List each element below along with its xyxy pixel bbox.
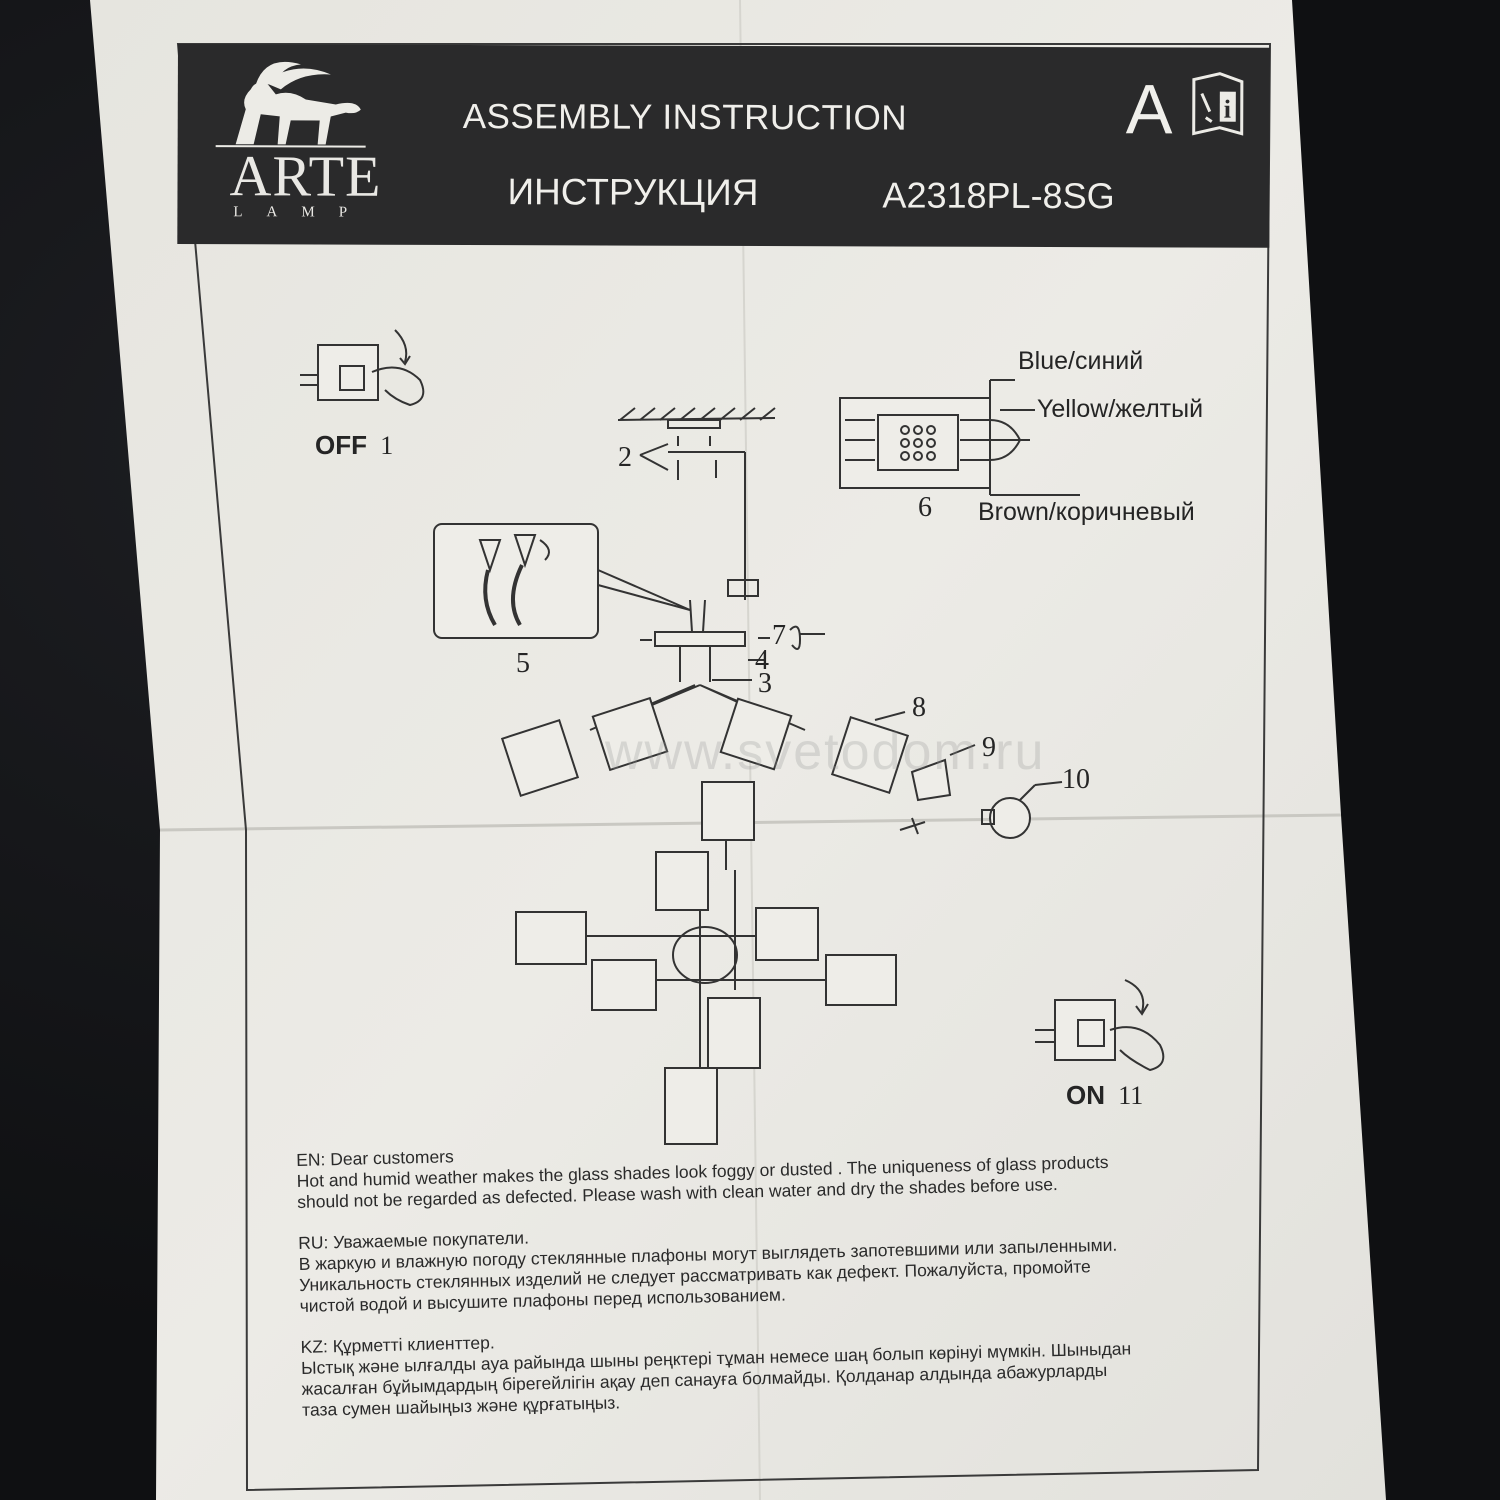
assembled-lamp-icon: [515, 781, 897, 1145]
griffin-logo-icon: [215, 61, 366, 148]
step-7-number: 7: [772, 620, 786, 651]
step-2-number: 2: [618, 442, 632, 473]
canopy-icon: [640, 579, 825, 682]
step-5-number: 5: [516, 648, 530, 679]
on-label: ON 11: [1066, 1080, 1143, 1111]
step-9-number: 9: [982, 732, 996, 763]
step-8-number: 8: [912, 692, 926, 723]
step-6-number: 6: [918, 492, 932, 523]
off-switch-icon: [300, 329, 425, 407]
svg-text:i: i: [1224, 95, 1231, 124]
lamp-arms-icon: [500, 684, 1063, 839]
on-text: ON: [1066, 1080, 1105, 1110]
customer-notice: EN: Dear customers Hot and humid weather…: [296, 1128, 1233, 1441]
step-10-number: 10: [1062, 764, 1090, 795]
ceiling-icon: [617, 407, 776, 600]
terminal-block-icon: [839, 379, 1080, 496]
wire-connector-detail-icon: [433, 523, 691, 639]
header-bar: ARTE LAMP ASSEMBLY INSTRUCTION ИНСТРУКЦИ…: [177, 44, 1270, 248]
step-1-number: 1: [380, 431, 394, 460]
step-3-number: 3: [758, 668, 772, 699]
notice-kazakh: KZ: Құрметті клиенттер. Ыстық және ылғал…: [300, 1315, 1232, 1421]
on-switch-icon: [1035, 979, 1165, 1072]
off-text: OFF: [315, 430, 367, 460]
off-label: OFF 1: [315, 430, 393, 461]
blue-wire-label: Blue/синий: [1018, 347, 1144, 375]
notice-russian: RU: Уважаемые покупатели. В жаркую и вла…: [298, 1211, 1230, 1317]
step-11-number: 11: [1118, 1081, 1144, 1110]
brown-wire-label: Brown/коричневый: [978, 498, 1195, 526]
yellow-wire-label: Yellow/желтый: [1037, 395, 1204, 423]
step-4-number: 4: [755, 645, 769, 676]
instruction-book-icon: i: [1192, 72, 1244, 136]
watermark-text: www.svetodom.ru: [605, 723, 1046, 781]
